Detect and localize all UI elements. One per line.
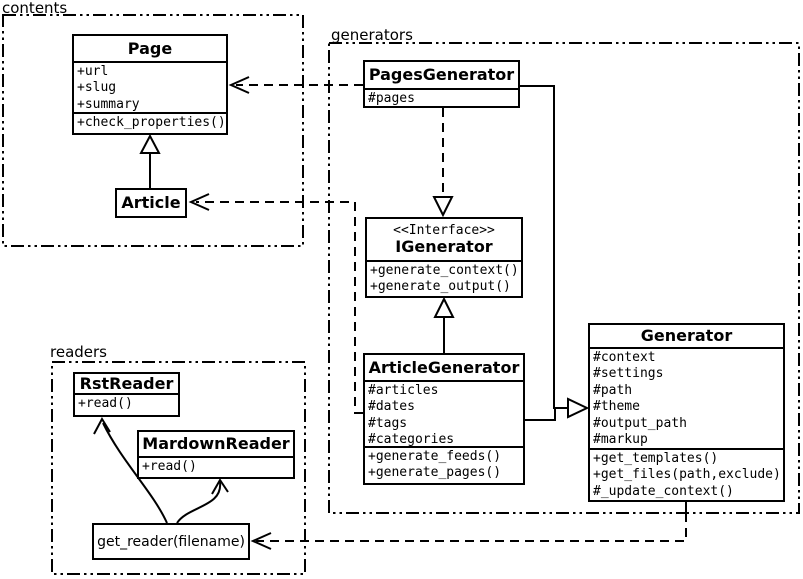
class-title-articlegenerator: ArticleGenerator <box>365 355 523 382</box>
package-border-contents <box>2 14 304 247</box>
generalization-arrow-articlegenerator-to-igenerator <box>433 296 455 353</box>
interface-name: IGenerator <box>395 237 493 256</box>
method-row: +generate_output() <box>370 279 511 295</box>
method-row: #_update_context() <box>593 483 734 499</box>
class-title-rstreader: RstReader <box>75 374 178 395</box>
class-title-igenerator: <<Interface>> IGenerator <box>367 219 521 262</box>
attribute-row: +summary <box>77 96 140 112</box>
attribute-row: #tags <box>368 415 408 431</box>
attribute-row: #output_path <box>593 415 687 431</box>
function-box-get-reader: get_reader(filename) <box>92 523 250 560</box>
method-row: +generate_pages() <box>368 465 502 481</box>
dependency-arrow-generator-to-getreader <box>250 502 687 550</box>
attribute-row: #context <box>593 350 656 365</box>
realization-arrow-pagesgenerator-to-igenerator <box>432 108 454 218</box>
attribute-row: #path <box>593 382 633 398</box>
class-methods-generator: +get_templates() +get_files(path,exclude… <box>590 450 783 500</box>
class-title-mardownreader: MardownReader <box>139 432 293 458</box>
class-title-generator: Generator <box>590 325 783 349</box>
dependency-arrow-articlegenerator-to-article <box>188 193 363 414</box>
curved-arrow-getreader-to-rstreader <box>93 416 168 524</box>
attribute-row: +url <box>77 64 109 79</box>
attribute-row: #articles <box>368 383 439 398</box>
attribute-row: #theme <box>593 399 640 415</box>
class-attributes-articlegenerator: #articles #dates #tags #categories <box>365 382 523 448</box>
method-row: +read() <box>78 396 133 411</box>
class-attributes-page: +url +slug +summary <box>74 63 226 114</box>
class-methods-igenerator: +generate_context() +generate_output() <box>367 262 521 296</box>
method-row: +get_templates() <box>593 451 719 466</box>
package-label-contents: contents <box>2 0 68 17</box>
class-methods-page: +check_properties() <box>74 114 226 133</box>
class-box-page: Page +url +slug +summary +check_properti… <box>72 34 228 135</box>
attribute-row: #markup <box>593 432 648 448</box>
attribute-row: #settings <box>593 366 664 382</box>
package-label-readers: readers <box>50 343 107 361</box>
class-box-rstreader: RstReader +read() <box>73 372 180 417</box>
attribute-row: +slug <box>77 80 117 96</box>
method-row: +check_properties() <box>77 115 226 130</box>
dependency-arrow-pagesgenerator-to-page <box>228 76 363 94</box>
class-title-page: Page <box>74 36 226 63</box>
package-label-generators: generators <box>331 26 413 44</box>
class-title-article: Article <box>121 193 181 212</box>
class-box-generator: Generator #context #settings #path #them… <box>588 323 785 502</box>
class-box-article: Article <box>115 188 187 218</box>
class-box-igenerator: <<Interface>> IGenerator +generate_conte… <box>365 217 523 298</box>
method-row: +get_files(path,exclude) <box>593 467 781 483</box>
class-box-articlegenerator: ArticleGenerator #articles #dates #tags … <box>363 353 525 485</box>
class-attributes-generator: #context #settings #path #theme #output_… <box>590 349 783 450</box>
class-methods-rstreader: +read() <box>75 395 178 415</box>
class-box-mardownreader: MardownReader +read() <box>137 430 295 479</box>
curved-arrow-getreader-to-mardownreader <box>176 478 229 524</box>
class-methods-articlegenerator: +generate_feeds() +generate_pages() <box>365 448 523 483</box>
package-border-generators <box>328 42 800 514</box>
interface-stereotype: <<Interface>> <box>393 223 495 238</box>
attribute-row: #dates <box>368 399 415 415</box>
generalization-arrow-generators-to-generator <box>520 85 590 421</box>
method-row: +generate_context() <box>370 263 519 278</box>
generalization-arrow-article-to-page <box>139 133 161 188</box>
class-box-pagesgenerator: PagesGenerator #pages <box>363 60 520 108</box>
method-row: +generate_feeds() <box>368 449 502 464</box>
package-border-readers <box>51 361 306 575</box>
attribute-row: #categories <box>368 432 455 448</box>
class-attributes-pagesgenerator: #pages <box>365 90 518 106</box>
method-row: +read() <box>142 459 197 474</box>
class-methods-mardownreader: +read() <box>139 458 293 477</box>
function-label-get-reader: get_reader(filename) <box>97 533 245 550</box>
attribute-row: #pages <box>368 91 415 106</box>
class-title-pagesgenerator: PagesGenerator <box>365 62 518 90</box>
